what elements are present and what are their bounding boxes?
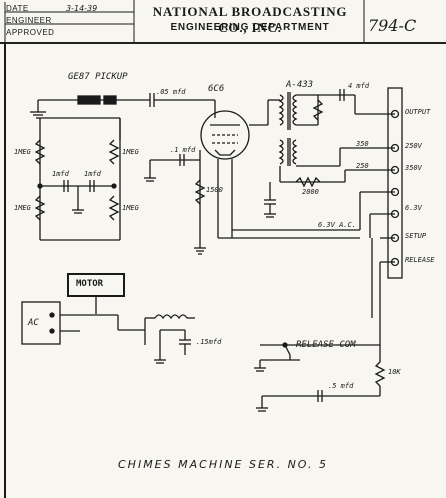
date-label: DATE <box>6 4 29 13</box>
date-value: 3-14-39 <box>66 4 98 13</box>
terminal-release-label: RELEASE <box>405 256 435 264</box>
approved-label: APPROVED <box>6 28 55 37</box>
heater-wiring <box>218 191 395 345</box>
drawing-caption: CHIMES MACHINE SER. NO. 5 <box>118 458 329 471</box>
coupling-capacitor <box>130 93 216 118</box>
ac-label: AC <box>28 318 39 328</box>
res-4-label: 1MEG <box>122 204 139 212</box>
motor-label: MOTOR <box>76 279 104 289</box>
res-1-label: 1MEG <box>14 148 31 156</box>
res-3-label: 1MEG <box>122 148 139 156</box>
res-10k-label: 10K <box>388 368 401 376</box>
release-circuit <box>254 342 386 412</box>
res-2-label: 1MEG <box>14 204 31 212</box>
left-cap-2-label: 1mfd <box>84 170 101 178</box>
bias-network <box>144 150 206 255</box>
terminal-63v-label: 6.3V <box>405 204 422 212</box>
company-name: NATIONAL BROADCASTING CO., INC. <box>152 4 348 35</box>
terminal-250v-label: 250V <box>405 142 422 150</box>
output-transformer <box>264 89 395 218</box>
release-com-label: RELEASE COM <box>296 340 356 350</box>
cap-5-label: .5 mfd <box>328 382 354 390</box>
wire-label: 6.3V A.C. <box>318 221 356 229</box>
screen-res-label: 2000 <box>302 188 319 196</box>
department-name: ENGINEERING DEPARTMENT <box>170 22 330 33</box>
tube-label: 6C6 <box>208 84 225 94</box>
out-cap-label: 4 mfd <box>348 82 370 90</box>
title-block: DATE 3-14-39 ENGINEER APPROVED NATIONAL … <box>0 0 446 44</box>
motor-assembly <box>21 273 195 364</box>
pickup-assembly <box>30 95 130 119</box>
engineer-label: ENGINEER <box>6 16 52 25</box>
tap-label: 350 <box>356 140 369 148</box>
title-block-lines <box>4 0 365 42</box>
transformer-label: A-433 <box>286 80 314 90</box>
terminal-setup-label: SETUP <box>405 232 427 240</box>
coupling-cap-label: .05 mfd <box>156 88 186 96</box>
approval-fields: DATE 3-14-39 ENGINEER APPROVED <box>6 4 134 40</box>
pickup-label: GE87 PICKUP <box>68 72 128 82</box>
left-cap-1-label: 1mfd <box>52 170 69 178</box>
terminal-350v-label: 350V <box>405 164 422 172</box>
tap-label-2: 250 <box>356 162 369 170</box>
drawing-number: 794-C <box>368 16 417 35</box>
cap-15-label: .15mfd <box>196 338 222 346</box>
vacuum-tube <box>200 99 280 238</box>
terminal-strip <box>387 87 403 279</box>
grid-cap-label: .1 mfd <box>170 146 196 154</box>
left-network <box>34 117 121 241</box>
bias-res-label: 1500 <box>206 186 223 194</box>
terminal-output-label: OUTPUT <box>405 108 431 116</box>
